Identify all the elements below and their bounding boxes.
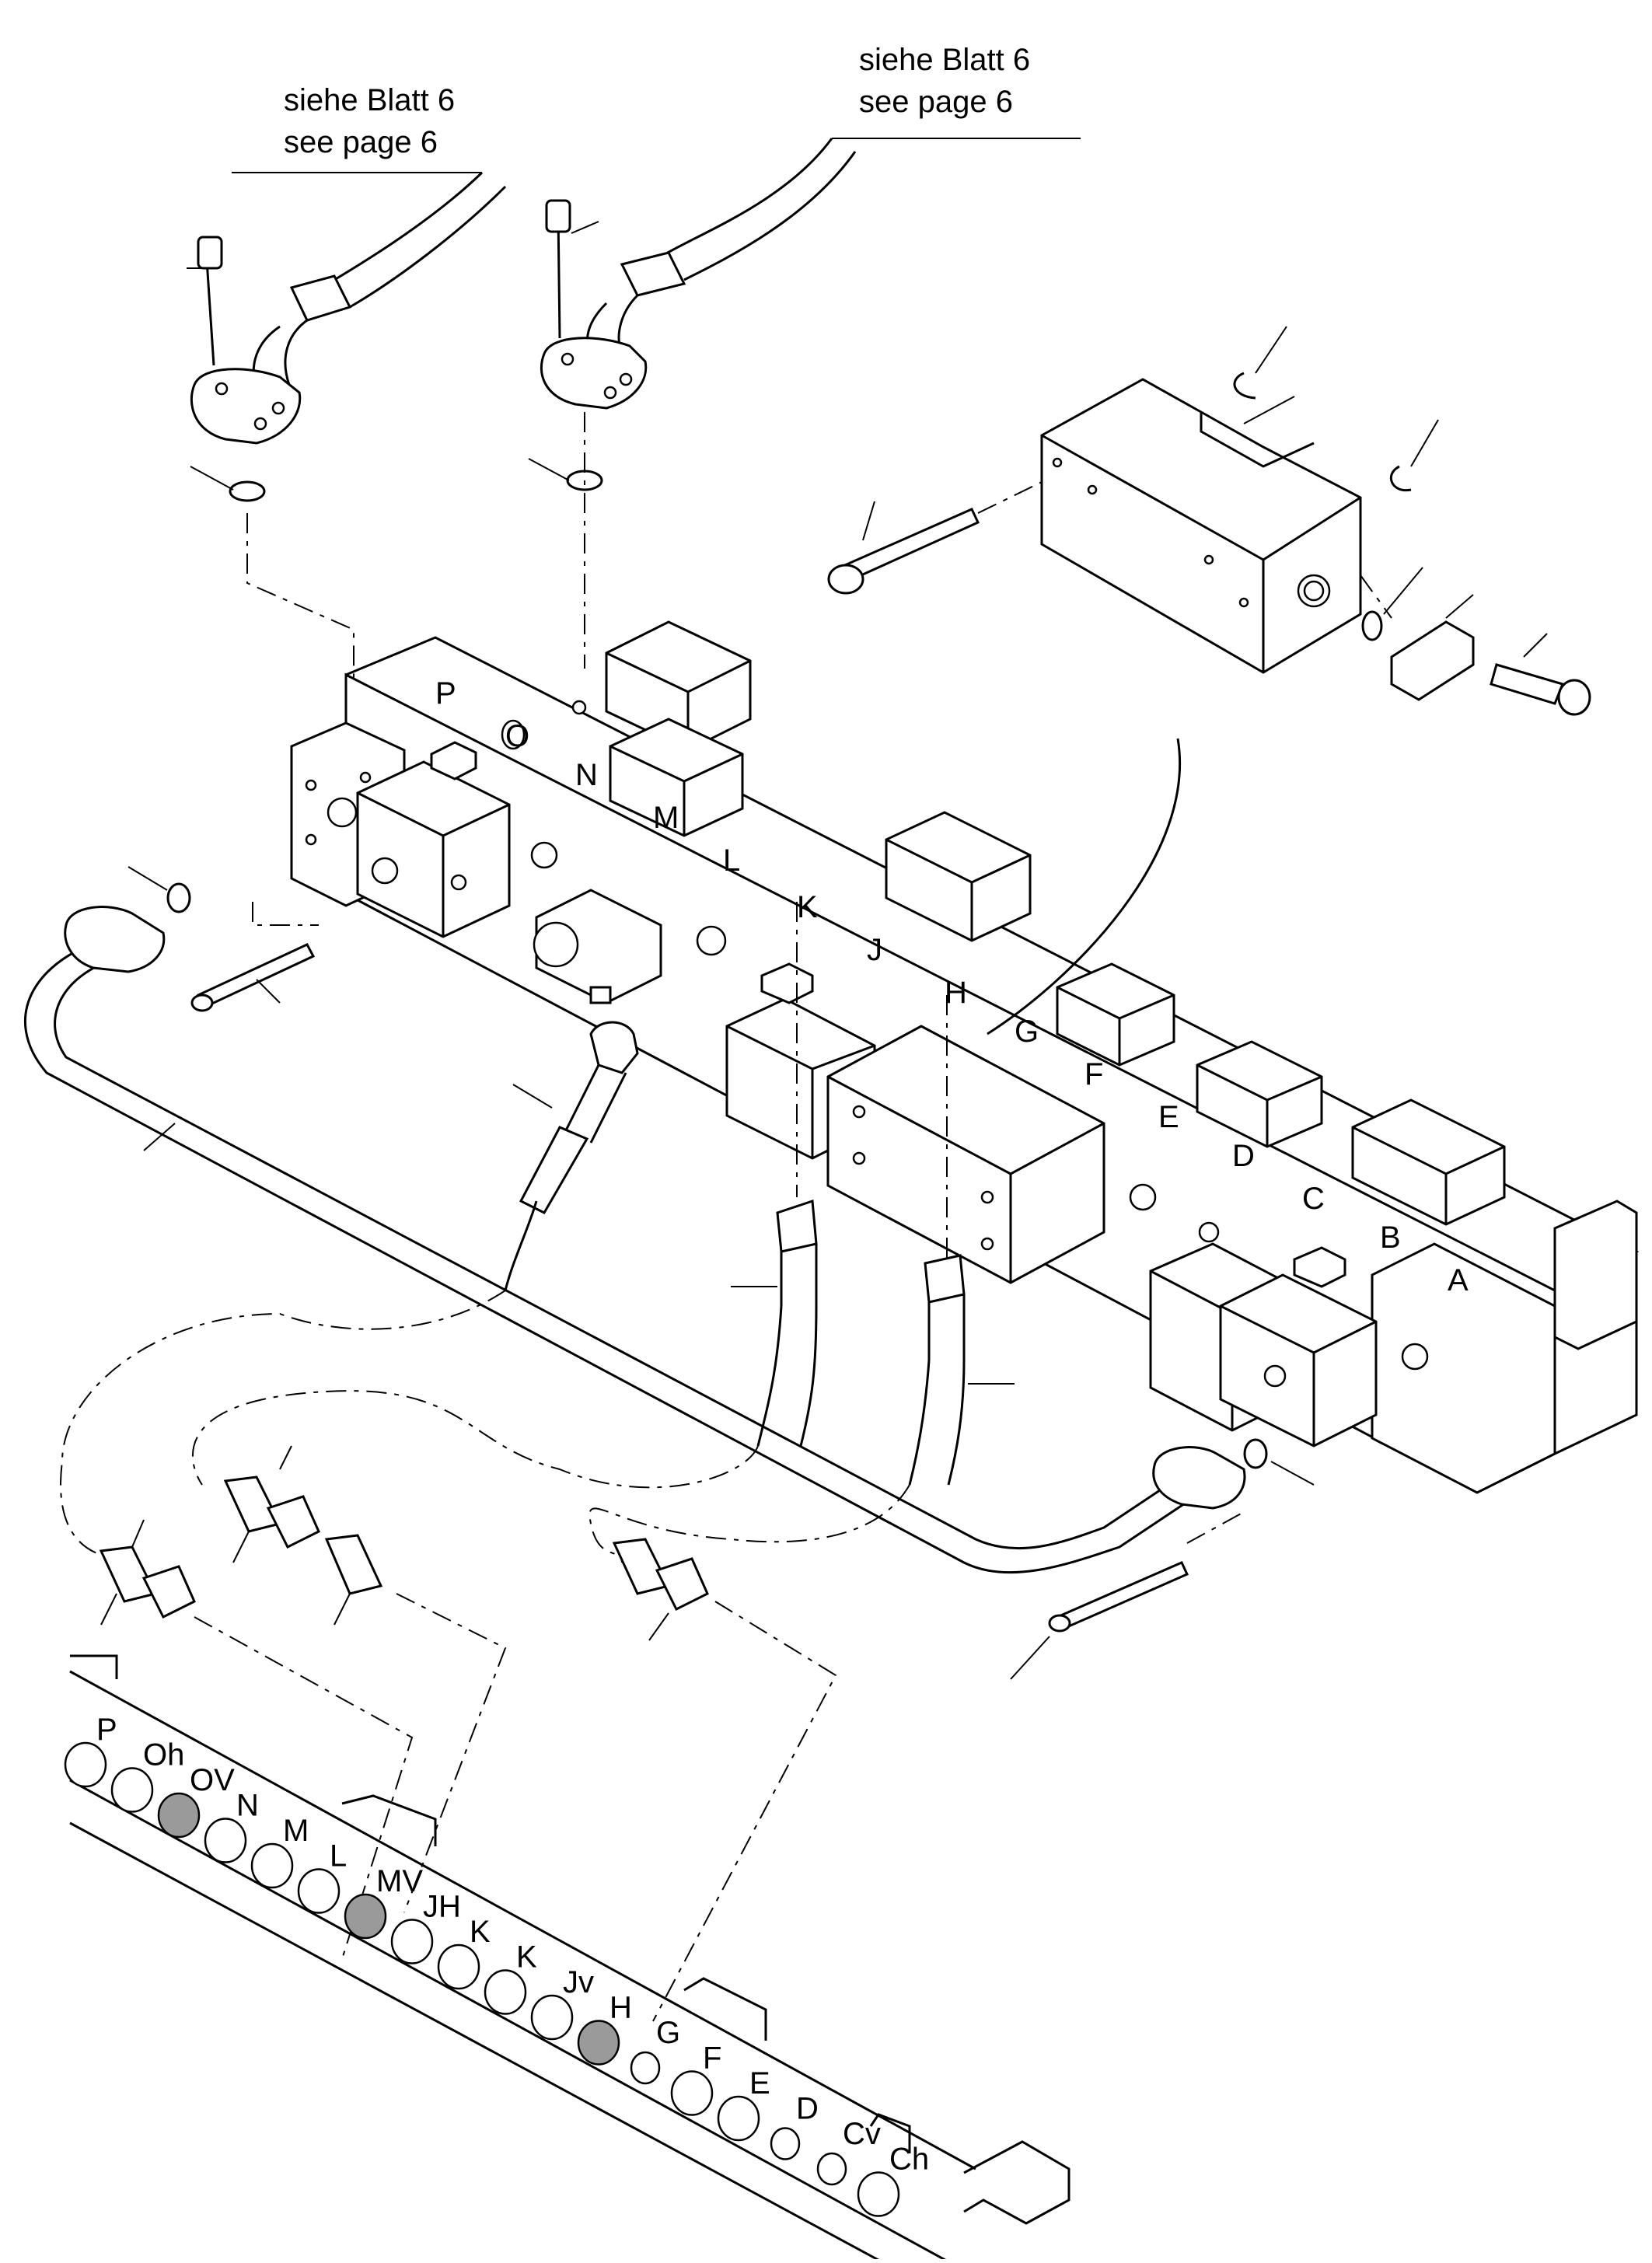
- panel-port-label: OV: [190, 1763, 235, 1797]
- panel-port: OV: [157, 1763, 235, 1839]
- connection-panel: [69, 1654, 1070, 2263]
- block-label-f: F: [1084, 1057, 1103, 1091]
- panel-port-hole: [297, 1868, 341, 1914]
- hose-solenoid-line: [504, 1021, 639, 1291]
- panel-port-label: Cv: [843, 2117, 881, 2151]
- panel-port: D: [770, 2092, 819, 2160]
- block-label-j: J: [867, 933, 882, 967]
- hose-assembly-middle: [528, 138, 857, 669]
- panel-port-hole: [484, 1969, 527, 2015]
- fittings: [99, 1445, 709, 1641]
- panel-port-hole: [64, 1741, 107, 1788]
- block-label-l: L: [723, 843, 740, 878]
- panel-port: K: [437, 1915, 491, 1990]
- panel-port: L: [297, 1839, 347, 1914]
- valve-manifold: [290, 620, 1640, 1494]
- panel-port-label: Oh: [143, 1738, 184, 1772]
- panel-port: Jv: [530, 1965, 594, 2041]
- hose-h-line: [908, 995, 1015, 1486]
- panel-port: G: [630, 2016, 680, 2085]
- curved-hose: [987, 738, 1181, 1035]
- reference-right-line2: see page 6: [859, 85, 1013, 119]
- panel-port-label: E: [749, 2066, 770, 2101]
- reference-note-left: siehe Blatt 6 see page 6: [232, 83, 482, 173]
- panel-port-hole: [857, 2171, 900, 2217]
- block-label-a: A: [1448, 1263, 1469, 1297]
- panel-port: M: [250, 1814, 309, 1889]
- panel-port-label: K: [516, 1940, 537, 1975]
- panel-port-label: M: [283, 1814, 309, 1848]
- panel-port-hole-marked: [577, 2020, 620, 2066]
- panel-port-label: P: [96, 1713, 117, 1747]
- block-label-c: C: [1302, 1182, 1325, 1216]
- panel-port-hole: [390, 1919, 434, 1964]
- connection-dash-lines: [60, 1290, 910, 2022]
- block-label-d: D: [1232, 1139, 1255, 1173]
- block-label-m: M: [653, 801, 679, 835]
- return-pipe: [24, 866, 1315, 1680]
- block-label-b: B: [1380, 1221, 1401, 1255]
- panel-port-hole: [630, 2051, 661, 2085]
- reference-note-right: siehe Blatt 6 see page 6: [832, 43, 1081, 139]
- panel-port: E: [717, 2066, 770, 2142]
- valve-block-labels: P O N M L K J H G F E D C B A: [435, 676, 1469, 1297]
- panel-port-hole: [717, 2095, 760, 2142]
- panel-port: P: [64, 1713, 117, 1788]
- panel-port-hole: [110, 1767, 154, 1813]
- hose-k-line: [731, 902, 818, 1447]
- panel-port-hole-marked: [344, 1893, 387, 1940]
- panel-port-label: JH: [423, 1890, 461, 1924]
- panel-port: N: [204, 1789, 259, 1863]
- panel-port-label: N: [236, 1789, 259, 1823]
- panel-port-hole: [250, 1842, 294, 1889]
- panel-port: JH: [390, 1890, 461, 1964]
- panel-port-label: K: [470, 1915, 491, 1949]
- panel-port-hole: [816, 2152, 847, 2186]
- panel-port: Ch: [857, 2143, 929, 2217]
- block-label-h: H: [945, 976, 967, 1010]
- panel-port-label: Ch: [889, 2143, 929, 2177]
- panel-port-label: F: [703, 2041, 721, 2076]
- panel-port: F: [670, 2041, 721, 2116]
- panel-port: Cv: [816, 2117, 881, 2186]
- panel-port-hole-marked: [157, 1792, 201, 1839]
- reference-left-line2: see page 6: [284, 125, 438, 159]
- block-label-g: G: [1015, 1015, 1039, 1049]
- panel-port-label: G: [656, 2016, 680, 2050]
- block-label-k: K: [797, 890, 818, 924]
- panel-port-hole: [530, 1994, 574, 2041]
- hose-assembly-left: [187, 171, 507, 684]
- block-label-o: O: [505, 719, 529, 753]
- panel-port: K: [484, 1940, 537, 2015]
- panel-port: Oh: [110, 1738, 184, 1813]
- panel-port: H: [577, 1991, 632, 2066]
- panel-port-label: H: [609, 1991, 632, 2025]
- panel-port-hole: [437, 1943, 480, 1990]
- reference-right-line1: siehe Blatt 6: [859, 43, 1030, 77]
- block-label-p: P: [435, 676, 456, 711]
- panel-port-label: L: [330, 1839, 347, 1874]
- block-label-e: E: [1158, 1100, 1179, 1134]
- panel-port-hole: [670, 2070, 714, 2116]
- panel-port-label: D: [796, 2092, 819, 2126]
- panel-port-hole: [770, 2127, 801, 2160]
- panel-port-label: MV: [376, 1864, 423, 1898]
- panel-port: MV: [344, 1864, 423, 1940]
- separate-valve-block: [827, 326, 1591, 716]
- reference-left-line1: siehe Blatt 6: [284, 83, 455, 117]
- block-label-n: N: [575, 758, 598, 792]
- panel-port-label: Jv: [563, 1965, 594, 1999]
- panel-port-hole: [204, 1818, 247, 1863]
